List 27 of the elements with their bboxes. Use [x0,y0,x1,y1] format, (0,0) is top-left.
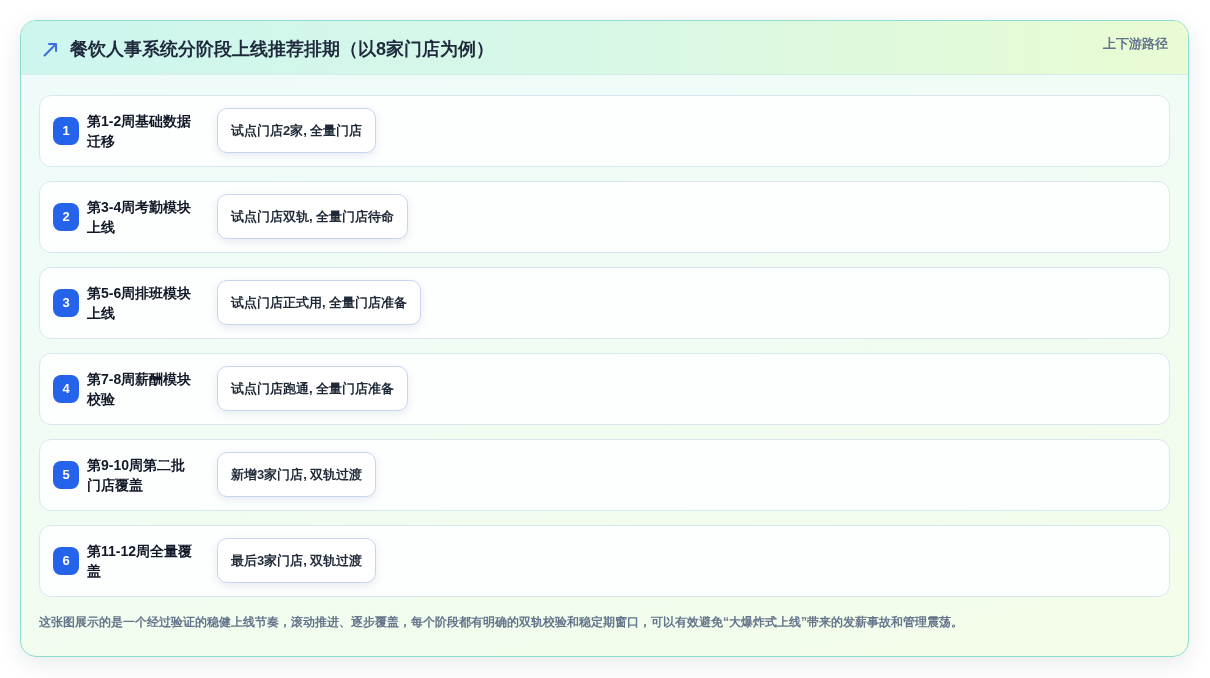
stage-title: 第11-12周全量覆盖 [87,542,194,581]
stage-card [39,267,1170,339]
step-number-badge: 3 [53,289,79,317]
stage-title: 第1-2周基础数据迁移 [87,112,193,151]
stage-card [39,525,1170,597]
stage-title: 第9-10周第二批门店覆盖 [87,456,187,495]
status-box: 试点门店双轨, 全量门店待命 [217,194,409,239]
stage-card [39,353,1170,425]
stage-title: 第3-4周考勤模块上线 [87,198,193,237]
status-box: 试点门店正式用, 全量门店准备 [217,280,422,325]
step-number-badge: 5 [53,461,79,489]
step-number-badge: 1 [53,117,79,145]
status-box: 新增3家门店, 双轨过渡 [217,452,377,497]
stage-title: 第5-6周排班模块上线 [87,284,193,323]
status-box: 最后3家门店, 双轨过渡 [217,538,377,583]
stage-title: 第7-8周薪酬模块校验 [87,370,193,409]
stage-card [39,181,1170,253]
status-box: 试点门店跑通, 全量门店准备 [217,366,409,411]
stage-card [39,439,1170,511]
step-number-badge: 2 [53,203,79,231]
corner-label: 上下游路径 [1103,36,1168,52]
step-number-badge: 6 [53,547,79,575]
stage-card [39,95,1170,167]
status-box: 试点门店2家, 全量门店 [217,108,377,153]
diagram-title: 餐饮人事系统分阶段上线推荐排期（以8家门店为例） [70,38,494,60]
caption-text: 这张图展示的是一个经过验证的稳健上线节奏，滚动推进、逐步覆盖，每个阶段都有明确的双轨校验和稳定期窗口，可以有效避免“大爆炸式上线”带来的发薪事故和管理震荡。 [39,614,964,630]
step-number-badge: 4 [53,375,79,403]
